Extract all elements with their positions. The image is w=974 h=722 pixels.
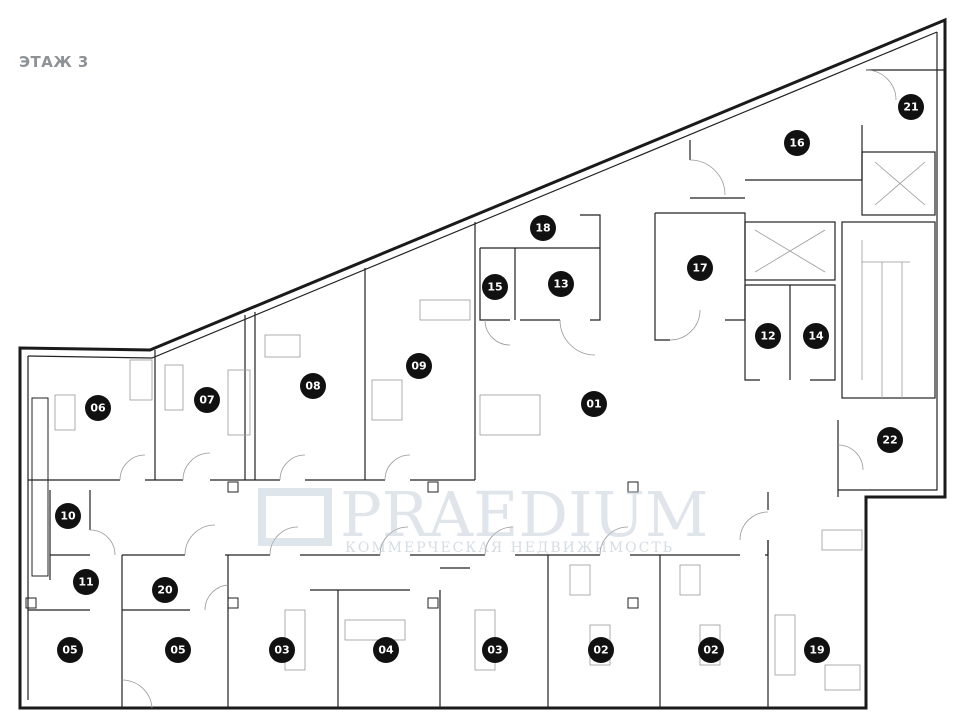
watermark-brand: PRAEDIUM (340, 478, 708, 551)
room-number: 19 (809, 644, 824, 657)
room-badge[interactable]: 10 (55, 503, 81, 529)
room-number: 06 (90, 402, 106, 415)
room-number: 14 (808, 330, 824, 343)
badge-circle (482, 637, 508, 663)
room-badge[interactable]: 01 (581, 391, 607, 417)
badge-circle (530, 215, 556, 241)
floor-label: ЭТАЖ 3 (19, 53, 89, 71)
room-number: 13 (553, 278, 568, 291)
badge-circle (803, 323, 829, 349)
room-number: 16 (789, 137, 805, 150)
badge-circle (687, 255, 713, 281)
room-badge[interactable]: 02 (698, 637, 724, 663)
room-badge[interactable]: 13 (548, 271, 574, 297)
room-number: 08 (305, 380, 320, 393)
badge-circle (588, 637, 614, 663)
badge-circle (85, 395, 111, 421)
badge-circle (755, 323, 781, 349)
room-badge[interactable]: 11 (73, 569, 99, 595)
room-badge[interactable]: 03 (269, 637, 295, 663)
watermark: PRAEDIUM КОММЕРЧЕСКАЯ НЕДВИЖИМОСТЬ (258, 478, 708, 556)
badge-circle (300, 373, 326, 399)
badge-circle (194, 387, 220, 413)
badge-circle (57, 637, 83, 663)
room-badge[interactable]: 15 (482, 274, 508, 300)
room-badge[interactable]: 03 (482, 637, 508, 663)
room-badge[interactable]: 17 (687, 255, 713, 281)
room-number: 02 (703, 644, 718, 657)
room-number: 10 (60, 510, 76, 523)
room-badge[interactable]: 06 (85, 395, 111, 421)
room-badge[interactable]: 18 (530, 215, 556, 241)
badge-circle (152, 577, 178, 603)
room-badge[interactable]: 05 (165, 637, 191, 663)
room-badges: 21 16 18 17 15 13 12 14 09 08 07 06 01 22 10 20 11 05 05 03… (55, 94, 924, 663)
room-number: 01 (586, 398, 601, 411)
badge-circle (581, 391, 607, 417)
badge-circle (898, 94, 924, 120)
room-badge[interactable]: 04 (373, 637, 399, 663)
room-badge[interactable]: 19 (804, 637, 830, 663)
room-number: 05 (170, 644, 185, 657)
room-number: 07 (199, 394, 214, 407)
badge-circle (548, 271, 574, 297)
room-number: 18 (535, 222, 550, 235)
room-number: 05 (62, 644, 77, 657)
room-number: 03 (487, 644, 502, 657)
room-number: 11 (78, 576, 93, 589)
room-badge[interactable]: 08 (300, 373, 326, 399)
interior-walls (25, 69, 945, 709)
badge-circle (784, 130, 810, 156)
room-number: 22 (882, 434, 897, 447)
room-badge[interactable]: 02 (588, 637, 614, 663)
room-badge[interactable]: 22 (877, 427, 903, 453)
badge-circle (269, 637, 295, 663)
badge-circle (73, 569, 99, 595)
watermark-tagline: КОММЕРЧЕСКАЯ НЕДВИЖИМОСТЬ (345, 540, 674, 556)
room-badge[interactable]: 14 (803, 323, 829, 349)
badge-circle (804, 637, 830, 663)
room-number: 02 (593, 644, 608, 657)
room-number: 17 (692, 262, 707, 275)
room-number: 09 (411, 360, 426, 373)
room-badge[interactable]: 21 (898, 94, 924, 120)
room-badge[interactable]: 12 (755, 323, 781, 349)
room-number: 21 (903, 101, 918, 114)
outer-walls (18, 17, 947, 710)
room-badge[interactable]: 07 (194, 387, 220, 413)
room-number: 12 (760, 330, 775, 343)
badge-circle (165, 637, 191, 663)
room-number: 04 (378, 644, 394, 657)
badge-circle (406, 353, 432, 379)
badge-circle (373, 637, 399, 663)
room-number: 15 (487, 281, 502, 294)
room-number: 03 (274, 644, 289, 657)
badge-circle (698, 637, 724, 663)
room-badge[interactable]: 05 (57, 637, 83, 663)
room-badge[interactable]: 09 (406, 353, 432, 379)
badge-circle (877, 427, 903, 453)
room-number: 20 (157, 584, 173, 597)
badge-circle (482, 274, 508, 300)
room-badge[interactable]: 20 (152, 577, 178, 603)
badge-circle (55, 503, 81, 529)
room-badge[interactable]: 16 (784, 130, 810, 156)
